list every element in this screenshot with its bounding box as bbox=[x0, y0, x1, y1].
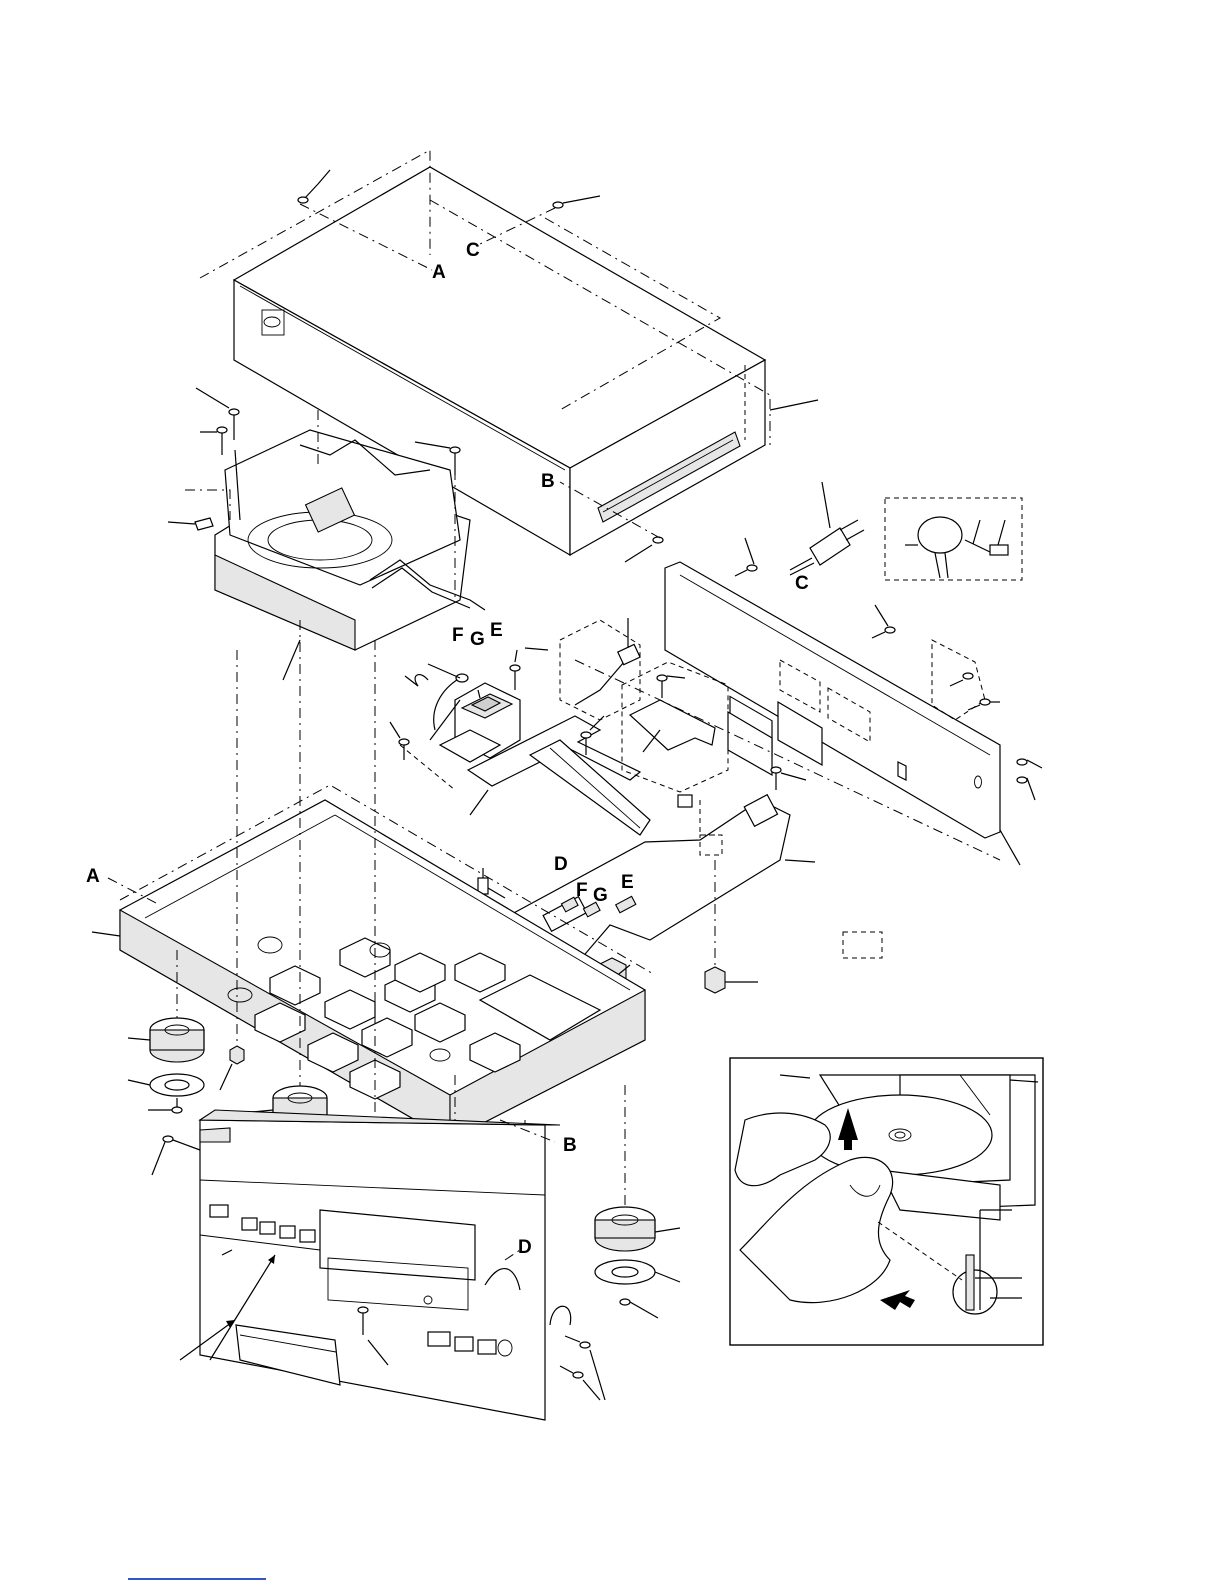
foot bbox=[128, 1018, 204, 1113]
plug-detail-box bbox=[885, 498, 1022, 580]
screw-icon bbox=[565, 1336, 590, 1348]
disc-removal-inset bbox=[730, 1058, 1043, 1345]
reference-box bbox=[843, 932, 882, 958]
screw-icon bbox=[771, 767, 806, 790]
screw-icon bbox=[152, 1136, 200, 1175]
connector-label-f: F bbox=[576, 880, 588, 901]
screw-icon bbox=[1017, 777, 1035, 800]
cushion-block bbox=[220, 1046, 244, 1090]
connector-label-c: C bbox=[466, 240, 480, 261]
screw-icon bbox=[872, 605, 895, 638]
connector-label-c: C bbox=[795, 573, 809, 594]
connector-label-d: D bbox=[554, 854, 568, 875]
power-cord bbox=[790, 482, 864, 575]
screw-icon bbox=[200, 427, 227, 455]
front-panel bbox=[200, 1110, 560, 1420]
ac-inlet bbox=[525, 618, 640, 720]
connector-label-e: E bbox=[490, 620, 503, 641]
connector-label-a: A bbox=[86, 866, 100, 887]
connector-label-b: B bbox=[563, 1135, 577, 1156]
power-transformer bbox=[405, 664, 520, 762]
screw-icon bbox=[657, 675, 685, 698]
connector-label-b: B bbox=[541, 471, 555, 492]
footer-divider bbox=[128, 1578, 266, 1580]
connector-label-g: G bbox=[470, 629, 485, 650]
screw-icon bbox=[1017, 759, 1042, 768]
connector-label-d: D bbox=[518, 1237, 532, 1258]
connector-label-a: A bbox=[432, 262, 446, 283]
main-pcb bbox=[510, 795, 815, 960]
screw-icon bbox=[735, 538, 757, 576]
screw-icon bbox=[510, 650, 520, 690]
screw-icon bbox=[950, 673, 973, 686]
foot bbox=[595, 1207, 680, 1318]
connector-label-e: E bbox=[621, 872, 634, 893]
connector-label-f: F bbox=[452, 625, 464, 646]
screw-icon bbox=[390, 722, 409, 760]
screw-icon bbox=[968, 699, 1000, 710]
connector-label-g: G bbox=[593, 885, 608, 906]
screw-icon bbox=[560, 1366, 583, 1378]
